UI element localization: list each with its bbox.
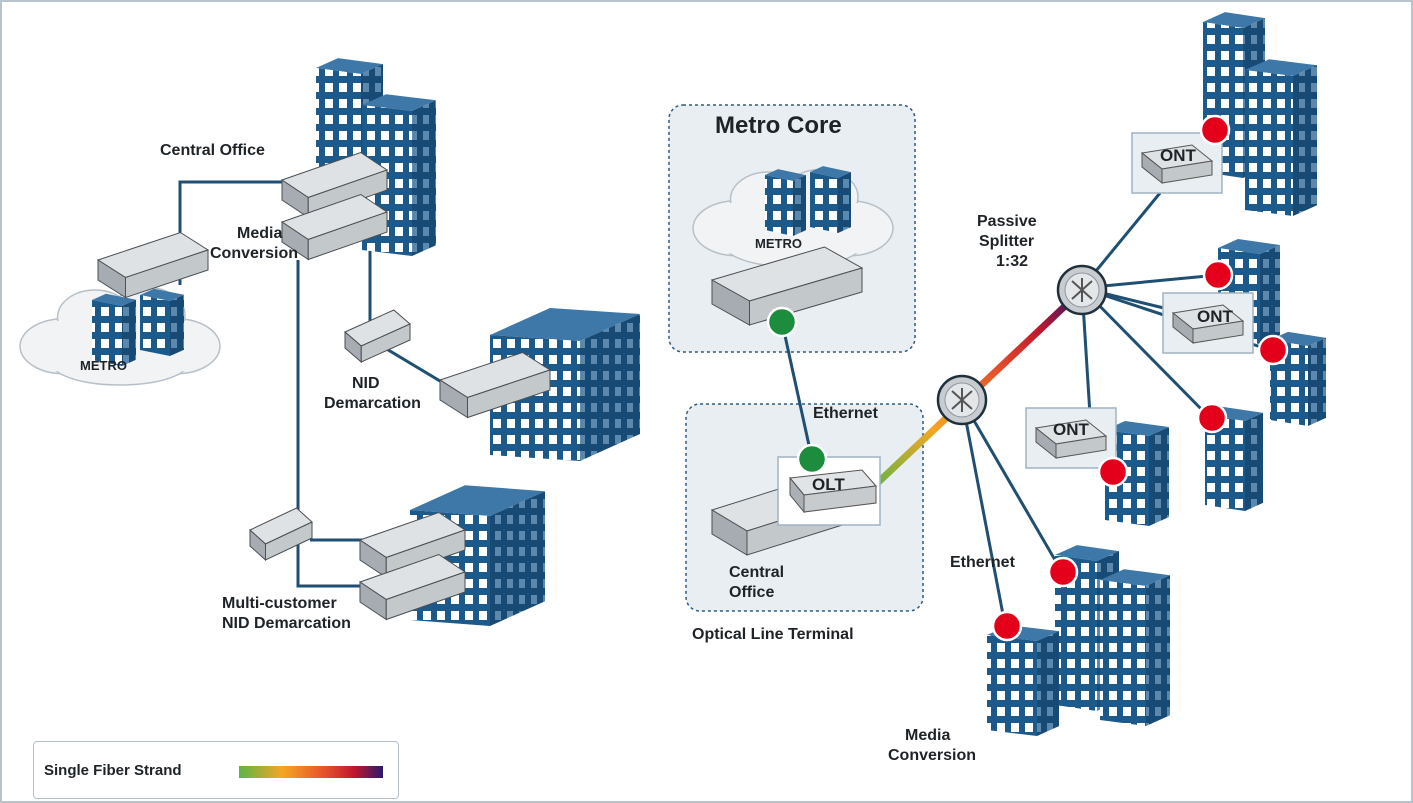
multi-switch-bottom [358,553,467,621]
media-conversion-device-bottom [280,193,389,261]
ont-device-mid [1162,292,1254,354]
building-media-b [1100,569,1170,726]
media-conversion-right-label-2: Conversion [888,747,976,764]
nid-building-switch [438,351,552,419]
central-office-right-label-2: Office [729,584,774,601]
media-conversion-left-label-1: Media [237,225,282,242]
ont-label-low: ONT [1053,420,1090,439]
ont-devices [1025,132,1254,469]
ethernet-top-label: Ethernet [813,405,879,422]
nid-device [344,309,411,364]
link-co-to-multi [296,260,365,588]
ethernet-bottom-label: Ethernet [950,554,1016,571]
olt-label: OLT [812,475,845,494]
metro-core-title: Metro Core [715,112,842,139]
passive-splitter-icon [1056,264,1108,316]
building-media-c [987,625,1059,736]
status-dots [766,114,1289,642]
central-office-left-label: Central Office [160,142,265,159]
media-dot-b [991,610,1023,642]
multi-nid-device [249,507,313,562]
ont-dot-c [1196,402,1228,434]
media-conversion-right-label-1: Media [905,727,950,744]
metro-left-mini-building-b [140,288,184,356]
ont-dot-low [1097,456,1129,488]
metro-left-label: METRO [80,358,127,373]
passive-splitter-label-2: Splitter [979,233,1034,250]
passive-splitter-label-1: Passive [977,213,1037,230]
ethernet-dot-olt [796,443,828,475]
ont-dot-mid [1202,259,1234,291]
demarcation-label: Demarcation [324,395,421,412]
building-ont-top-b [1245,59,1317,216]
legend: Single Fiber Strand [33,741,399,799]
labels: Central Office Media Conversion METRO NI… [80,112,1234,764]
link-splitter2-bldg-a [960,399,1007,626]
ont-label-top: ONT [1160,146,1197,165]
media-dot-a [1047,556,1079,588]
media-conversion-left-label-2: Conversion [210,245,298,262]
metro-left-mini-building-a [92,293,136,366]
ont-device-low [1025,407,1117,469]
legend-label: Single Fiber Strand [44,762,182,779]
multi-nid-demarcation-label: NID Demarcation [222,615,351,632]
olt-device [777,456,881,526]
ont-label-mid: ONT [1197,307,1234,326]
secondary-splitter-icon [936,374,988,426]
nid-label: NID [352,375,380,392]
metro-core-mini-building-b [810,166,851,233]
metro-core-cloud-label: METRO [755,236,802,251]
passive-splitter-label-3: 1:32 [996,253,1028,270]
link-splitter2-bldg-b [960,399,1064,573]
legend-fiber-swatch [239,766,383,778]
ont-device-top [1131,132,1223,194]
central-office-right-label-1: Central [729,564,784,581]
optical-line-terminal-label: Optical Line Terminal [692,626,854,643]
link-splitter-bldg-c [1080,286,1212,420]
ethernet-dot-core [766,306,798,338]
ont-dot-b [1257,334,1289,366]
ont-dot-top [1199,114,1231,146]
multi-customer-label: Multi-customer [222,595,337,612]
metro-core-mini-building-a [765,169,806,236]
link-core-to-olt [780,321,814,460]
devices [96,151,864,621]
metro-left-switch [96,231,210,299]
